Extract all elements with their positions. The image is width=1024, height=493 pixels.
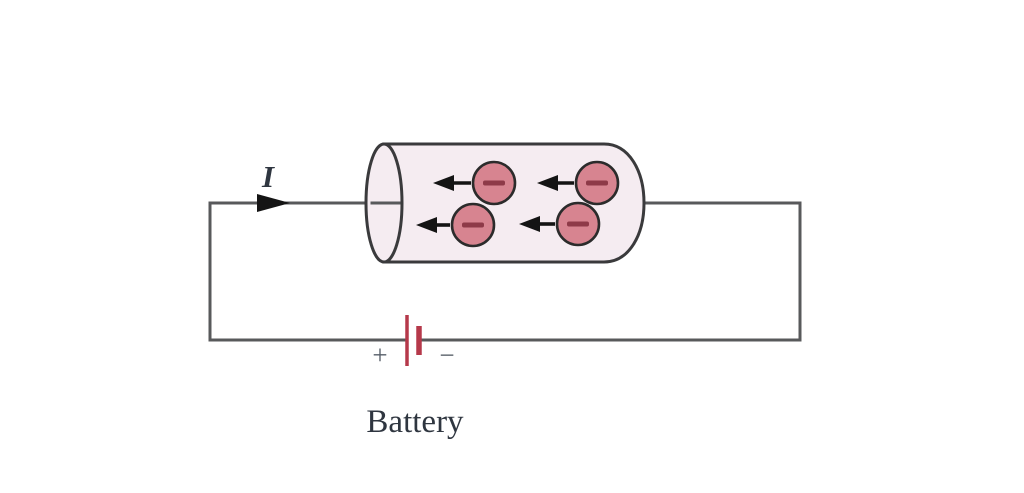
battery-positive-label: + xyxy=(372,340,387,370)
current-arrowhead xyxy=(257,194,290,212)
electron-4-minus-sign xyxy=(567,221,589,227)
electron-3 xyxy=(416,202,496,248)
electron-1 xyxy=(433,160,517,206)
electron-1-arrowhead xyxy=(433,175,454,191)
battery-negative-label: − xyxy=(439,340,454,370)
battery-caption: Battery xyxy=(366,404,464,440)
electron-2 xyxy=(537,160,620,206)
electron-1-minus-sign xyxy=(483,180,505,186)
electron-4-arrowhead xyxy=(519,216,540,232)
electron-2-minus-sign xyxy=(586,180,608,186)
electron-3-arrowhead xyxy=(416,217,437,233)
current-label: I xyxy=(261,159,275,194)
electron-4 xyxy=(519,201,601,247)
electron-3-minus-sign xyxy=(462,222,484,228)
electron-2-arrowhead xyxy=(537,175,558,191)
